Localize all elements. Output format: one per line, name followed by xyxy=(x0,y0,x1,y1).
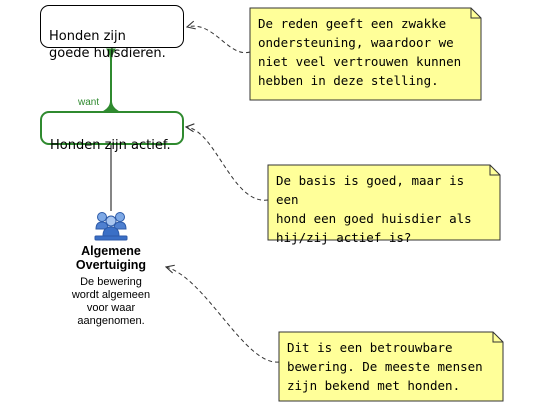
note-3-arrow xyxy=(166,267,280,363)
people-group-icon xyxy=(94,212,128,241)
note-1-arrow xyxy=(187,26,251,54)
note-2-arrow xyxy=(186,127,269,201)
claim-box-middle[interactable]: Honden zijn actief. xyxy=(40,111,184,153)
note-2-shape xyxy=(267,164,501,241)
note-3-fold xyxy=(492,332,503,343)
note-2-fold xyxy=(489,165,500,176)
source-description: De bewering wordt algemeen voor waar aan… xyxy=(71,276,151,327)
note-1-shape xyxy=(249,7,482,101)
link-label-want: want xyxy=(78,97,100,108)
note-3[interactable]: Dit is een betrouwbare bewering. De mees… xyxy=(287,340,483,393)
note-3-shape xyxy=(278,331,504,402)
claim-middle-text: Honden zijn actief. xyxy=(50,138,171,153)
source-title: Algemene Overtuiging xyxy=(75,244,147,272)
claim-top-text: Honden zijn goede huisdieren. xyxy=(49,29,166,61)
note-1-fold xyxy=(470,8,481,19)
note-1[interactable]: De reden geeft een zwakke ondersteuning,… xyxy=(258,16,462,88)
claim-box-top[interactable]: Honden zijn goede huisdieren. xyxy=(40,5,184,61)
note-2[interactable]: De basis is goed, maar is een hond een g… xyxy=(276,173,472,245)
